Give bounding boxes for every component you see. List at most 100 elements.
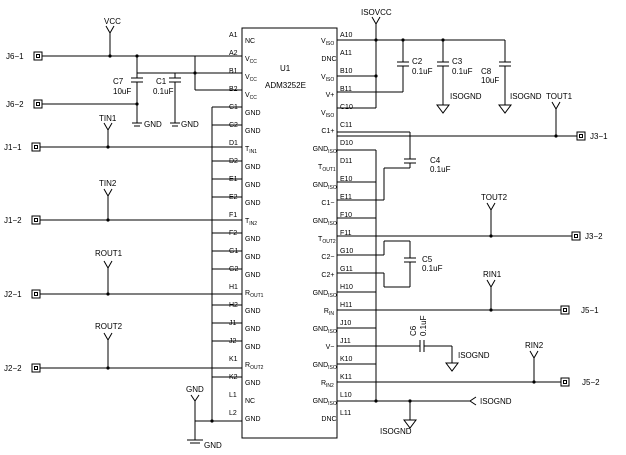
capacitor-c4: C4 0.1uF	[337, 131, 451, 201]
right-pin-number: J10	[340, 320, 351, 327]
net-tout1: TOUT1 J3−1	[337, 92, 608, 141]
right-pin-label: V+	[326, 92, 335, 99]
right-pin-number: E10	[340, 176, 353, 183]
gnd-label-top: GND	[186, 385, 204, 394]
left-pin-number: K1	[229, 356, 238, 363]
c8-value: 10uF	[481, 76, 499, 85]
right-pin-label: GNDISO	[313, 290, 337, 299]
left-pin-number: H1	[229, 284, 238, 291]
net-rout2: J2−2 ROUT2	[4, 322, 242, 373]
rin1-label: RIN1	[483, 270, 502, 279]
gnd-label-bottom: GND	[204, 441, 222, 450]
right-pin-label: C1−	[321, 200, 334, 207]
left-gnd-bus: GND GND	[186, 106, 242, 450]
j6-1-label: J6−1	[6, 52, 24, 61]
c8-ref: C8	[481, 67, 492, 76]
right-pin-label: C2+	[321, 272, 334, 279]
isognd-label-c6: ISOGND	[458, 351, 490, 360]
left-pin-label: VCC	[245, 56, 257, 65]
right-pin-label: GNDISO	[313, 326, 337, 335]
right-pin-number: B10	[340, 68, 353, 75]
tin2-label: TIN2	[99, 179, 117, 188]
right-pin-label: TOUT2	[318, 236, 336, 245]
left-pin-number: B1	[229, 68, 238, 75]
isognd-label-c8: ISOGND	[510, 92, 542, 101]
left-pin-label: GND	[245, 164, 261, 171]
left-pin-label: NC	[245, 398, 255, 405]
right-pin-label: VISO	[321, 38, 334, 47]
net-tin2: J1−2 TIN2	[4, 179, 242, 225]
rin2-label: RIN2	[525, 341, 544, 350]
c2-value: 0.1uF	[412, 67, 433, 76]
right-pin-number: L11	[340, 410, 351, 417]
capacitor-c3: C3 0.1uF ISOGND	[436, 57, 482, 114]
left-pin-label: ROUT2	[245, 362, 264, 371]
right-pin-label: RIN	[324, 308, 334, 317]
left-pin-label: GND	[245, 182, 261, 189]
net-rin1: RIN1 J5−1	[337, 270, 599, 315]
right-pin-label: C2−	[321, 254, 334, 261]
tout2-label: TOUT2	[481, 193, 508, 202]
ic-part: ADM3252E	[265, 81, 306, 90]
right-pin-label: GNDISO	[313, 218, 337, 227]
c6-value: 0.1uF	[419, 315, 428, 336]
j2-2-label: J2−2	[4, 364, 22, 373]
c2-ref: C2	[412, 57, 423, 66]
j3-2-label: J3−2	[585, 232, 603, 241]
left-pin-label: VCC	[245, 92, 257, 101]
rout2-label: ROUT2	[95, 322, 123, 331]
right-pin-number: H10	[340, 284, 353, 291]
left-pin-number: D1	[229, 140, 238, 147]
left-pin-label: ROUT1	[245, 290, 264, 299]
right-pin-number: D10	[340, 140, 353, 147]
right-pin-label: GNDISO	[313, 182, 337, 191]
capacitor-c8: C8 10uF ISOGND	[481, 61, 542, 114]
left-pin-label: GND	[245, 416, 261, 423]
net-tout2: TOUT2 J3−2	[337, 193, 603, 241]
c3-value: 0.1uF	[452, 67, 473, 76]
c1-value: 0.1uF	[153, 87, 174, 96]
tin1-label: TIN1	[99, 114, 117, 123]
right-isognd-bus: ISOGND ISOGND	[337, 149, 512, 436]
isovcc-label: ISOVCC	[361, 8, 392, 17]
right-pin-number: L10	[340, 392, 352, 399]
connector-j6-1: J6−1	[6, 51, 43, 61]
right-pin-label: TOUT1	[318, 164, 336, 173]
right-pin-number: A11	[340, 50, 352, 57]
j3-1-label: J3−1	[590, 132, 608, 141]
c4-ref: C4	[430, 156, 441, 165]
net-tin1: J1−1 TIN1	[4, 114, 242, 152]
j1-2-label: J1−2	[4, 216, 22, 225]
right-pin-number: F10	[340, 212, 352, 219]
j5-2-label: J5−2	[582, 378, 600, 387]
left-pin-number: L1	[229, 392, 237, 399]
right-pin-subscript: IN2	[326, 383, 334, 389]
isognd-label-bottom: ISOGND	[380, 427, 412, 436]
right-pin-number: C11	[340, 122, 352, 129]
right-pin-number: B11	[340, 86, 352, 93]
j2-1-label: J2−1	[4, 290, 22, 299]
right-pin-label: RIN2	[321, 380, 334, 389]
right-pin-number: D11	[340, 158, 352, 165]
right-pin-subscript: ISO	[326, 113, 335, 119]
right-pin-label: DNC	[321, 416, 336, 423]
right-pin-subscript: ISO	[328, 149, 337, 155]
left-pin-label: GND	[245, 128, 261, 135]
left-pin-subscript: CC	[250, 77, 258, 83]
isognd-label-right: ISOGND	[480, 397, 512, 406]
right-pin-number: G11	[340, 266, 353, 273]
capacitor-c1: C1 0.1uF	[153, 77, 181, 123]
net-rin2: RIN2 J5−2	[337, 341, 600, 387]
right-pin-label: DNC	[321, 56, 336, 63]
vcc-label: VCC	[104, 17, 121, 26]
right-pin-number: E11	[340, 194, 352, 201]
right-pin-group: A10VISOA11DNCB10VISOB11V+C10VISOC11C1+D1…	[313, 32, 354, 423]
left-pin-group: A1NCA2VCCB1VCCB2VCCC1GNDC2GNDD1TIN1D2GND…	[229, 32, 264, 423]
left-pin-label: GND	[245, 272, 261, 279]
ic-ref: U1	[280, 64, 291, 73]
left-pin-label: GND	[245, 236, 261, 243]
right-pin-subscript: ISO	[328, 185, 337, 191]
right-pin-number: G10	[340, 248, 353, 255]
right-pin-label: GNDISO	[313, 146, 337, 155]
